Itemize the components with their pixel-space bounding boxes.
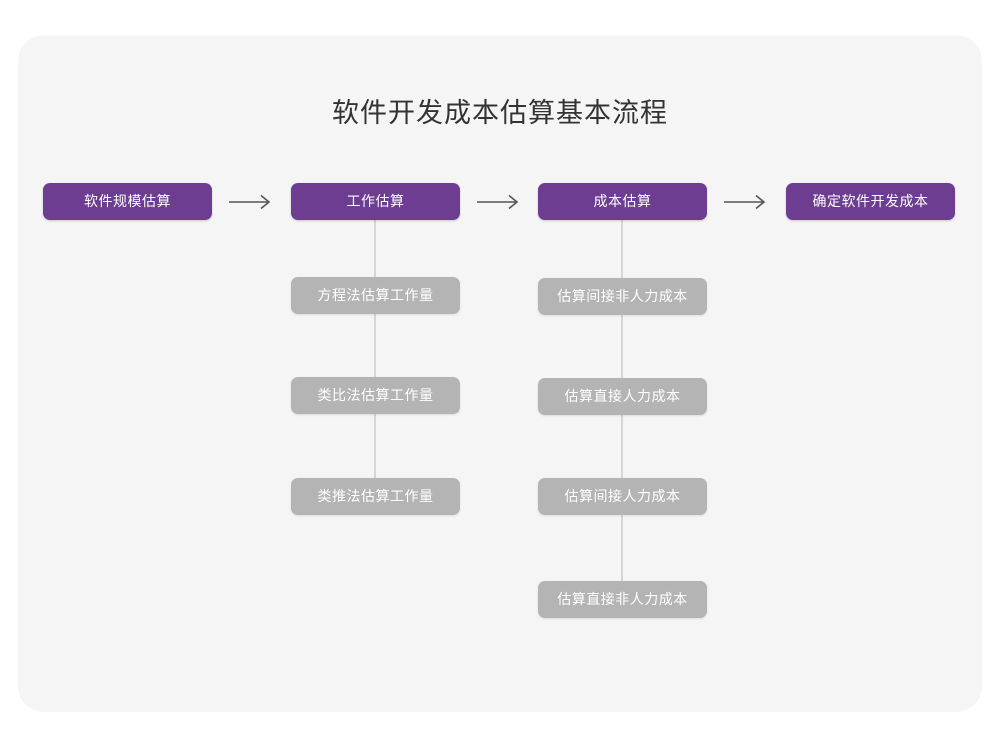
branch-node-label: 方程法估算工作量: [317, 287, 434, 303]
step-node-cost-estimation[interactable]: 成本估算: [538, 183, 707, 220]
branch-node-label: 估算直接人力成本: [564, 388, 681, 404]
branch-node-equation-method[interactable]: 方程法估算工作量: [291, 277, 460, 314]
content-card: [18, 35, 982, 712]
step-node-label: 软件规模估算: [84, 193, 171, 209]
step-node-software-size-estimation[interactable]: 软件规模估算: [43, 183, 212, 220]
branch-node-label: 估算间接人力成本: [564, 488, 681, 504]
branch-node-label: 类比法估算工作量: [317, 387, 434, 403]
step-node-determine-development-cost[interactable]: 确定软件开发成本: [786, 183, 955, 220]
branch-node-analogy-method[interactable]: 类比法估算工作量: [291, 377, 460, 414]
branch-node-indirect-labor-cost[interactable]: 估算间接人力成本: [538, 478, 707, 515]
step-node-label: 工作估算: [346, 193, 405, 209]
branch-node-indirect-nonlabor-cost[interactable]: 估算间接非人力成本: [538, 278, 707, 315]
arrow-right-icon: [476, 192, 524, 212]
branch-node-label: 估算间接非人力成本: [557, 288, 688, 304]
branch-connector-line-work: [374, 220, 376, 478]
branch-node-label: 估算直接非人力成本: [557, 591, 688, 607]
arrow-right-icon: [228, 192, 276, 212]
branch-node-label: 类推法估算工作量: [317, 488, 434, 504]
branch-node-inference-method[interactable]: 类推法估算工作量: [291, 478, 460, 515]
step-node-label: 确定软件开发成本: [812, 193, 929, 209]
step-node-label: 成本估算: [593, 193, 652, 209]
step-node-work-estimation[interactable]: 工作估算: [291, 183, 460, 220]
page-title: 软件开发成本估算基本流程: [332, 98, 668, 128]
arrow-right-icon: [723, 192, 771, 212]
branch-node-direct-nonlabor-cost[interactable]: 估算直接非人力成本: [538, 581, 707, 618]
branch-node-direct-labor-cost[interactable]: 估算直接人力成本: [538, 378, 707, 415]
